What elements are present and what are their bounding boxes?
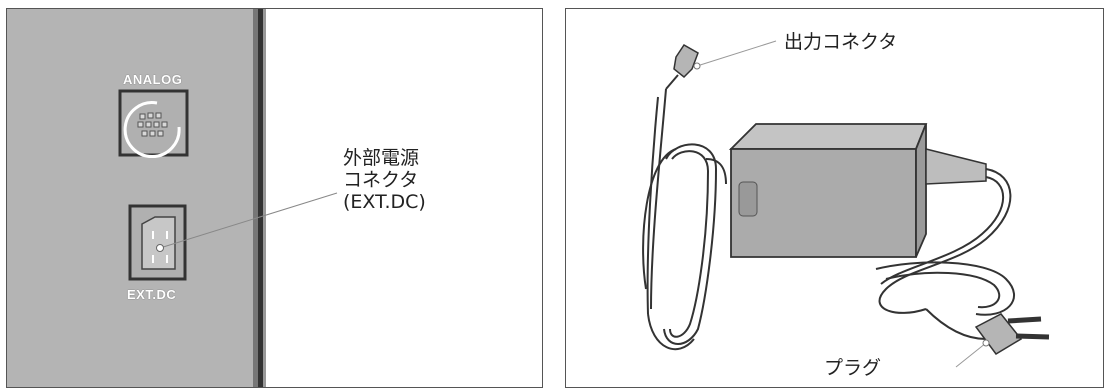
callout-line-3: (EXT.DC) <box>343 191 426 213</box>
dc-port-label: EXT.DC <box>127 287 177 302</box>
dc-port-socket <box>141 216 176 270</box>
adapter-top <box>728 123 928 150</box>
strain-relief <box>925 148 987 185</box>
dc-cable-coil <box>642 88 727 351</box>
panel-edge-stripe <box>253 9 258 387</box>
analog-port-pins <box>137 112 168 137</box>
ext-dc-callout: 外部電源 コネクタ (EXT.DC) <box>343 147 426 213</box>
plug-leader <box>955 342 987 368</box>
dc-port-pins <box>152 231 168 263</box>
output-connector-label: 出力コネクタ <box>784 31 898 53</box>
callout-line-2: コネクタ <box>343 169 419 191</box>
ac-adapter-figure: 出力コネクタ プラグ <box>565 8 1104 388</box>
ac-plug-prong-2 <box>1015 333 1050 340</box>
adapter-label <box>738 181 758 217</box>
dc-callout-dot <box>156 244 164 252</box>
adapter-body <box>730 148 917 258</box>
adapter-side <box>915 123 927 258</box>
analog-port-label: ANALOG <box>123 72 183 87</box>
output-connector-leader <box>696 40 777 67</box>
device-rear-panel-figure: ANALOG EXT.DC 外部電源 コネクタ (EXT.DC) <box>6 8 543 388</box>
analog-port-ring <box>123 101 181 159</box>
ac-plug-prong-1 <box>1007 316 1042 324</box>
plug-label: プラグ <box>824 357 882 379</box>
panel-edge-stripe-dark <box>258 9 263 387</box>
rear-plate <box>7 9 253 387</box>
ac-adapter-drawing <box>642 40 1050 368</box>
dc-callout-leader <box>159 192 338 249</box>
ac-plug-body <box>974 313 1023 355</box>
ports-drawing <box>118 89 338 281</box>
ac-cable <box>875 168 1016 340</box>
panel-edge-stripe-light <box>263 9 266 387</box>
output-connector <box>673 44 699 79</box>
callout-line-1: 外部電源 <box>343 147 420 169</box>
